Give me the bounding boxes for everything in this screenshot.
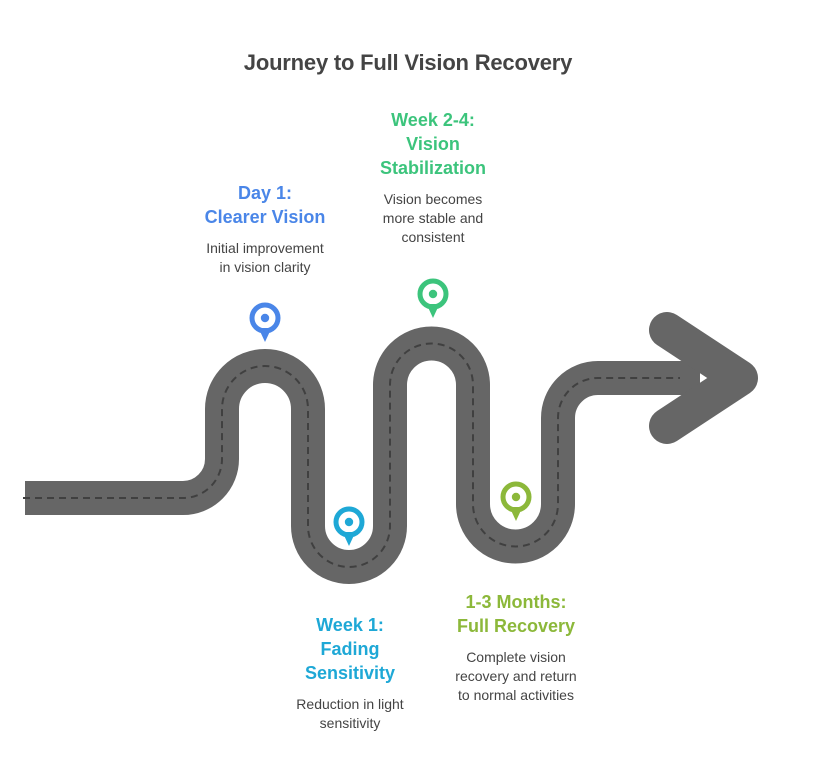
milestone-description: Reduction in light sensitivity <box>270 695 430 733</box>
arrow-head <box>649 312 758 444</box>
title-line: Clearer Vision <box>204 207 326 227</box>
desc-line: recovery and return <box>455 668 577 684</box>
milestone-week1: Week 1: Fading Sensitivity Reduction in … <box>270 613 430 733</box>
desc-line: consistent <box>401 229 465 245</box>
desc-line: Complete vision <box>466 649 566 665</box>
map-pin-icon <box>249 302 281 342</box>
milestone-week2-4: Week 2-4: Vision Stabilization Vision be… <box>358 108 508 247</box>
milestone-title: Day 1: Clearer Vision <box>180 181 350 229</box>
title-line: Full Recovery <box>456 616 576 636</box>
desc-line: to normal activities <box>458 687 574 703</box>
title-line: Day 1: <box>237 183 293 203</box>
milestone-description: Complete vision recovery and return to n… <box>428 648 604 705</box>
road-center-dashes <box>23 342 680 568</box>
desc-line: Initial improvement <box>206 240 324 256</box>
milestone-title: Week 2-4: Vision Stabilization <box>358 108 508 180</box>
title-line: Stabilization <box>379 158 486 178</box>
title-line: Sensitivity <box>304 663 396 683</box>
title-line: Week 2-4: <box>391 110 475 130</box>
map-pin-icon <box>333 506 365 546</box>
desc-line: sensitivity <box>319 715 381 731</box>
map-pin-icon <box>500 481 532 521</box>
desc-line: Vision becomes <box>383 191 483 207</box>
milestone-title: 1-3 Months: Full Recovery <box>428 590 604 638</box>
milestone-months1-3: 1-3 Months: Full Recovery Complete visio… <box>428 590 604 705</box>
milestone-title: Week 1: Fading Sensitivity <box>270 613 430 685</box>
milestone-description: Initial improvement in vision clarity <box>180 239 350 277</box>
desc-line: more stable and <box>382 210 484 226</box>
title-line: 1-3 Months: <box>465 592 567 612</box>
title-line: Fading <box>320 639 380 659</box>
diagram-title: Journey to Full Vision Recovery <box>243 50 573 75</box>
desc-line: in vision clarity <box>219 259 311 275</box>
title-line: Week 1: <box>316 615 384 635</box>
desc-line: Reduction in light <box>296 696 404 712</box>
title-line: Vision <box>406 134 460 154</box>
milestone-day1: Day 1: Clearer Vision Initial improvemen… <box>180 181 350 277</box>
map-pin-icon <box>417 278 449 318</box>
milestone-description: Vision becomes more stable and consisten… <box>358 190 508 247</box>
